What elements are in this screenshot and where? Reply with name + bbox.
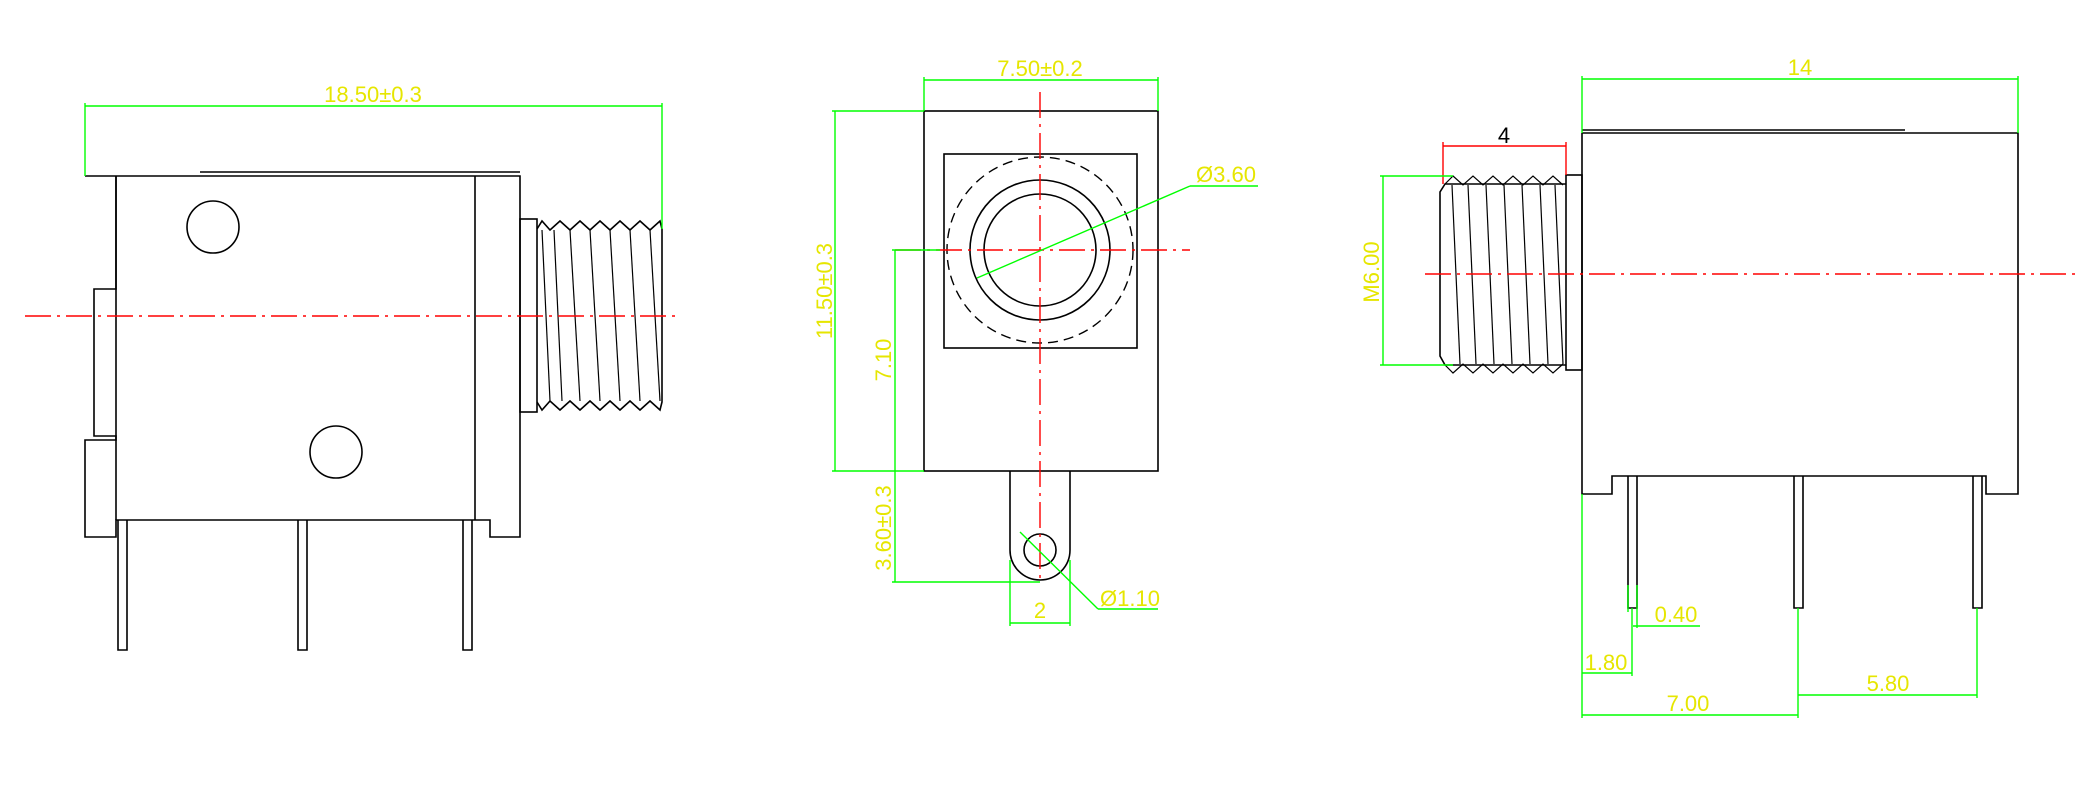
- front-tab-hole-leader: [1019, 531, 1158, 610]
- front-height-label: 11.50±0.3: [812, 243, 837, 339]
- front-body-outline: [923, 110, 1159, 472]
- right-pin-spacing-1-label: 7.00: [1667, 691, 1710, 716]
- right-thread-length-dimension: [1442, 142, 1567, 184]
- front-hole-diameter-label: Ø3.60: [1196, 162, 1256, 187]
- right-pin-offset-label: 1.80: [1585, 650, 1628, 675]
- front-tab-length-label: 3.60±0.3: [871, 485, 896, 570]
- front-tab-width-label: 2: [1034, 598, 1046, 623]
- right-side-view: 14 4 M6.00 0.40 1.80: [1359, 55, 2078, 718]
- right-thread-size-dimension: [1380, 175, 1453, 366]
- right-pin-3: [1972, 476, 1983, 609]
- right-pin-offset-dimension: [1581, 494, 1633, 718]
- right-collar: [1565, 174, 1583, 371]
- right-pin-spacing-1-dimension: [1582, 608, 1799, 718]
- front-tab-hole-label: Ø1.10: [1100, 586, 1160, 611]
- front-tab-width-dimension: [1009, 560, 1071, 626]
- right-pin-2: [1793, 476, 1804, 609]
- front-view: 7.50±0.2 11.50±0.3 7.10 3.60±0.3 Ø3.60: [812, 56, 1258, 626]
- front-width-label: 7.50±0.2: [997, 56, 1082, 81]
- right-pin-spacing-2-label: 5.80: [1867, 671, 1910, 696]
- right-pin-width-label: 0.40: [1655, 602, 1698, 627]
- right-pin-spacing-2-dimension: [1798, 608, 1978, 698]
- front-width-dimension: [923, 77, 1159, 111]
- left-rivet-bottom: [309, 425, 363, 479]
- front-solder-tab: [1009, 471, 1071, 581]
- right-body-outline: [1581, 132, 2019, 495]
- left-pin-3: [462, 520, 473, 651]
- left-side-view: 18.50±0.3: [25, 82, 680, 651]
- front-hole-leader: [976, 185, 1258, 279]
- overall-length-label: 18.50±0.3: [324, 82, 422, 107]
- left-rivet-top: [186, 200, 240, 254]
- left-length-dimension: [84, 103, 663, 229]
- left-pin-1: [117, 520, 128, 651]
- front-center-height-dimension: [892, 249, 940, 582]
- right-body-length-dimension: [1581, 76, 2019, 133]
- left-pin-2: [297, 520, 308, 651]
- right-body-length-label: 14: [1788, 55, 1812, 80]
- front-height-dimension: [832, 110, 924, 472]
- right-thread-size-label: M6.00: [1359, 241, 1384, 302]
- right-pin-width-dimension: [1627, 585, 1700, 628]
- left-body-outline: [84, 175, 521, 538]
- right-thread-length-label: 4: [1498, 123, 1510, 148]
- front-center-height-label: 7.10: [871, 339, 896, 382]
- right-pin-1: [1627, 476, 1638, 609]
